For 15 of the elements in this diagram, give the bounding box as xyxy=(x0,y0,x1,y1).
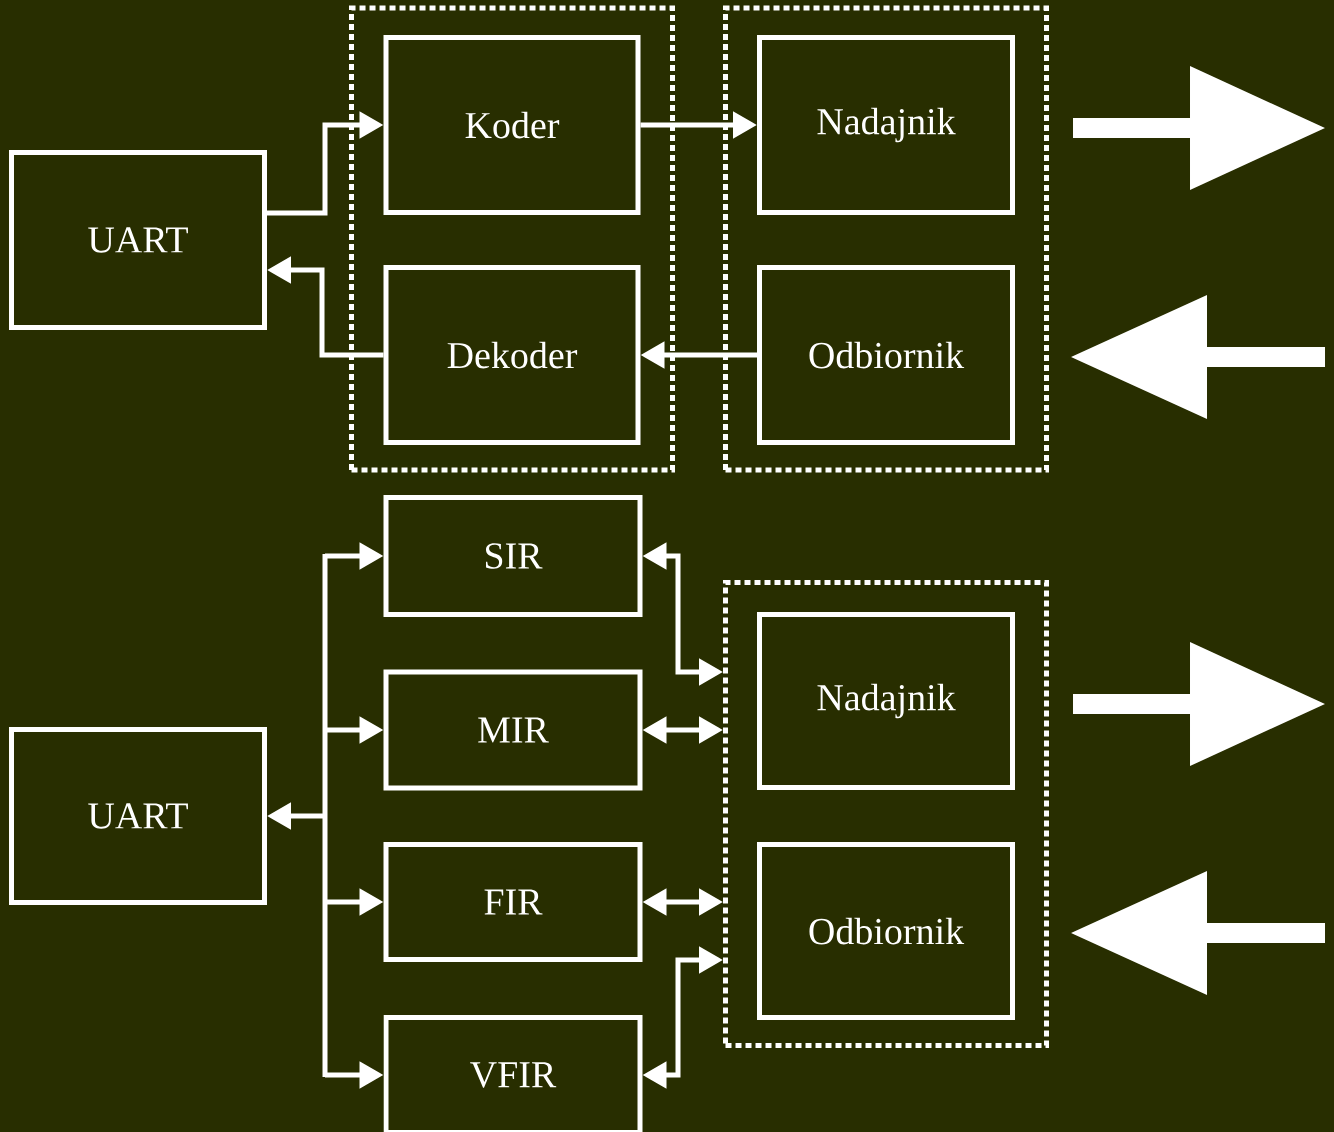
block-box: Koder xyxy=(383,35,641,215)
block-box: FIR xyxy=(383,842,643,962)
block-box: SIR xyxy=(383,495,643,617)
block-box: Odbiornik xyxy=(757,265,1015,445)
block-box: Dekoder xyxy=(383,265,641,445)
block-box: UART xyxy=(9,727,267,905)
block-box: MIR xyxy=(383,669,643,791)
block-box: VFIR xyxy=(383,1015,643,1132)
block-box: Odbiornik xyxy=(757,842,1015,1020)
dotted-frame xyxy=(723,5,1049,473)
block-box: UART xyxy=(9,150,267,330)
block-box: Nadajnik xyxy=(757,35,1015,215)
block-box: Nadajnik xyxy=(757,612,1015,790)
dotted-frame xyxy=(349,5,675,473)
dotted-frame xyxy=(723,580,1049,1048)
